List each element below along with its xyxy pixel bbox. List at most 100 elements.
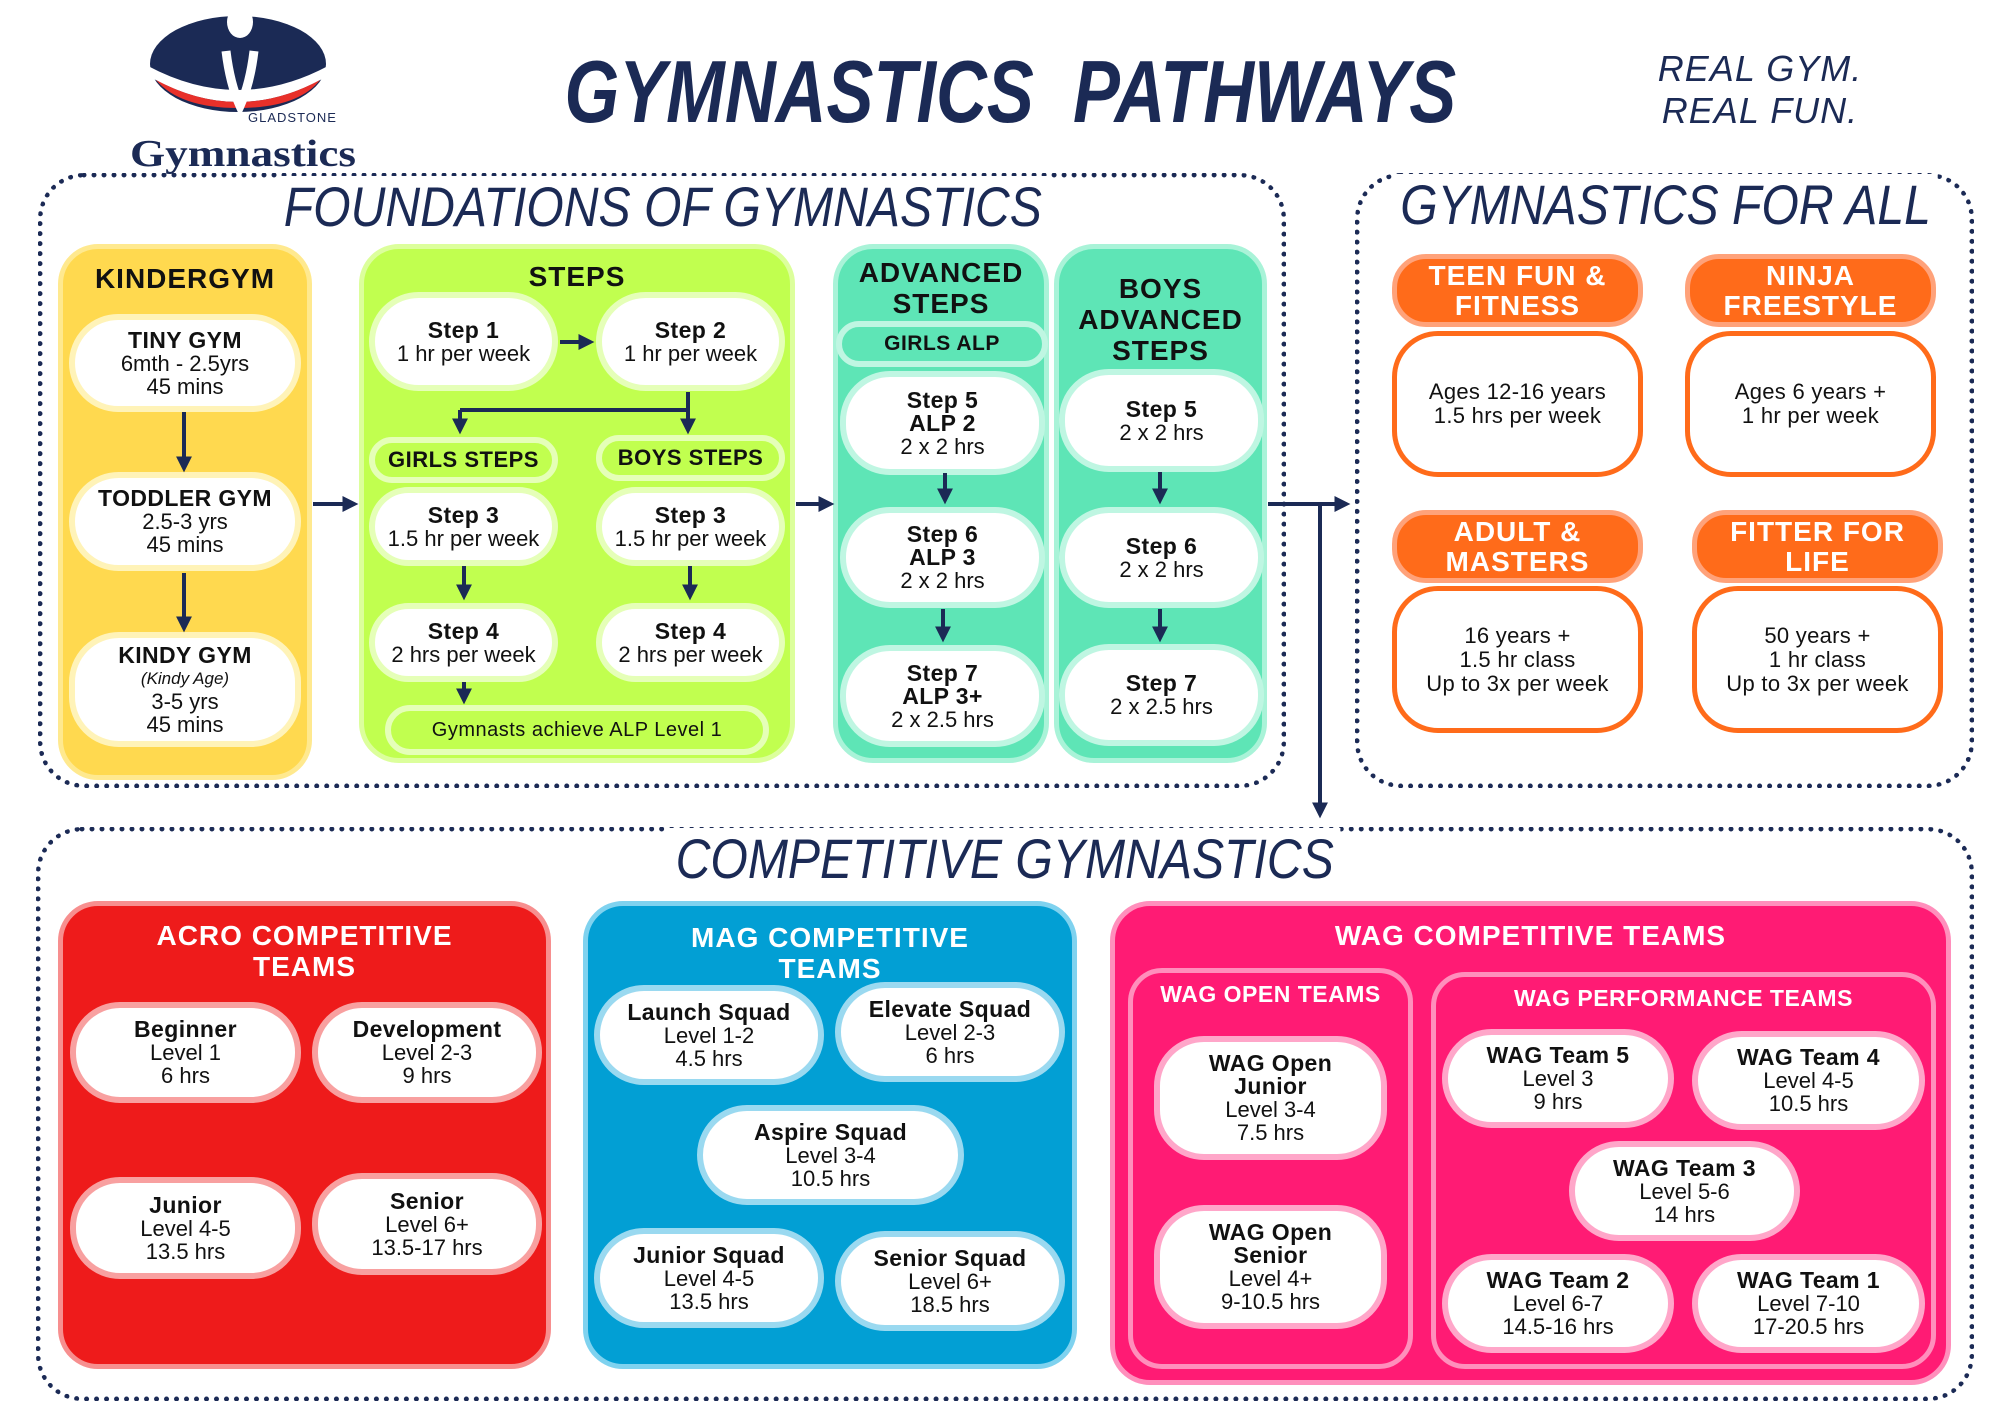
- pill-name: Step 5: [1125, 395, 1198, 422]
- pill-line: 4.5 hrs: [675, 1045, 743, 1071]
- logo: GLADSTONE Gymnastics: [128, 6, 360, 175]
- pill-line: 2 x 2.5 hrs: [891, 706, 994, 732]
- pill-line: 2 hrs per week: [618, 641, 763, 667]
- pill-line: 6 hrs: [925, 1042, 975, 1068]
- pill-line: 10.5 hrs: [1768, 1091, 1849, 1116]
- pill-line: Level 3-4: [1225, 1097, 1316, 1122]
- pill-line: 45 mins: [146, 373, 224, 399]
- pill-name: Senior Squad: [873, 1244, 1027, 1271]
- pill-name: Development: [352, 1016, 502, 1042]
- title-line: FITNESS: [1454, 289, 1581, 321]
- pill-line: Level 1-2: [663, 1022, 755, 1048]
- pill-line: 9 hrs: [1533, 1089, 1583, 1114]
- foundations-section: [38, 173, 1286, 788]
- pill-line: 14 hrs: [1653, 1201, 1716, 1227]
- girls-alp-label: GIRLS ALP: [836, 321, 1048, 367]
- pill-line: Level 5-6: [1639, 1178, 1730, 1204]
- pill-name: Junior: [1234, 1073, 1307, 1099]
- page-title: GYMNASTICS PATHWAYS: [440, 44, 1580, 140]
- card-line: 1 hr class: [1768, 646, 1867, 672]
- card-line: Ages 6 years +: [1734, 379, 1887, 404]
- pill-line: 9 hrs: [402, 1063, 452, 1088]
- adult-masters-header: ADULT &MASTERS: [1392, 510, 1643, 583]
- pill-name: Step 2: [654, 316, 727, 343]
- pill-line: 1.5 hr per week: [387, 525, 540, 551]
- title-line: TEAMS: [253, 951, 356, 982]
- pill-line: 2 x 2 hrs: [1119, 419, 1204, 445]
- pill-name: Step 7: [906, 659, 979, 686]
- pill-line: 13.5-17 hrs: [371, 1234, 483, 1260]
- card-line: 16 years +: [1464, 622, 1571, 648]
- pill-line: 13.5 hrs: [145, 1238, 226, 1264]
- pill-line: 1 hr per week: [396, 340, 531, 366]
- pill-line: 1 hr per week: [623, 340, 758, 366]
- pill-name: TODDLER GYM: [98, 485, 272, 511]
- tagline: REAL GYM. REAL FUN.: [1650, 48, 1870, 132]
- pill-name: WAG Team 4: [1737, 1044, 1880, 1070]
- title-line: ADVANCED: [858, 257, 1024, 288]
- pill-name: Step 4: [427, 617, 500, 644]
- pill-name: WAG Team 2: [1486, 1267, 1630, 1293]
- title-line: LIFE: [1785, 545, 1850, 577]
- pill-sub: ALP 2: [909, 409, 976, 436]
- pill-line: 45 mins: [146, 532, 224, 557]
- tagline-line: REAL FUN.: [1661, 90, 1859, 131]
- card-line: Up to 3x per week: [1726, 670, 1909, 696]
- pill-line: 2 x 2.5 hrs: [1110, 694, 1213, 719]
- title-line: NINJA: [1765, 259, 1855, 291]
- pill-line: Level 3: [1522, 1066, 1594, 1091]
- title-line: TEEN FUN &: [1428, 259, 1607, 291]
- gymnast-logo-icon: GLADSTONE Gymnastics: [130, 6, 356, 175]
- pill-sub: ALP 3: [909, 544, 976, 570]
- title-line: MAG COMPETITIVE: [691, 922, 969, 953]
- pill-line: 6mth - 2.5yrs: [120, 350, 250, 376]
- pill-note: (Kindy Age): [140, 668, 230, 688]
- pill-name: WAG Team 5: [1486, 1042, 1630, 1068]
- pill-line: Level 6+: [908, 1268, 992, 1294]
- pill-line: Level 1: [150, 1040, 221, 1065]
- pill-line: Level 4-5: [140, 1215, 231, 1241]
- pill-name: Launch Squad: [627, 998, 791, 1025]
- teen-fitness-header: TEEN FUN &FITNESS: [1392, 254, 1643, 327]
- pill-line: 2 x 2 hrs: [900, 568, 985, 593]
- pill-line: 13.5 hrs: [669, 1288, 749, 1314]
- title-line: FITTER FOR: [1730, 515, 1905, 547]
- pill-line: Level 6+: [385, 1211, 469, 1237]
- pill-line: 14.5-16 hrs: [1502, 1314, 1614, 1339]
- foundations-title: FOUNDATIONS OF GYMNASTICS: [268, 176, 1058, 240]
- pill-name: Junior Squad: [633, 1241, 785, 1268]
- pill-name: WAG Open: [1208, 1050, 1333, 1076]
- pill-line: 17-20.5 hrs: [1752, 1314, 1865, 1339]
- steps-title: STEPS: [528, 261, 626, 292]
- pill-line: Level 2-3: [381, 1040, 473, 1065]
- pill-line: 10.5 hrs: [790, 1165, 871, 1191]
- pill-name: Junior: [149, 1191, 222, 1218]
- pill-line: 45 mins: [146, 711, 224, 737]
- pill-name: Step 5: [906, 386, 979, 413]
